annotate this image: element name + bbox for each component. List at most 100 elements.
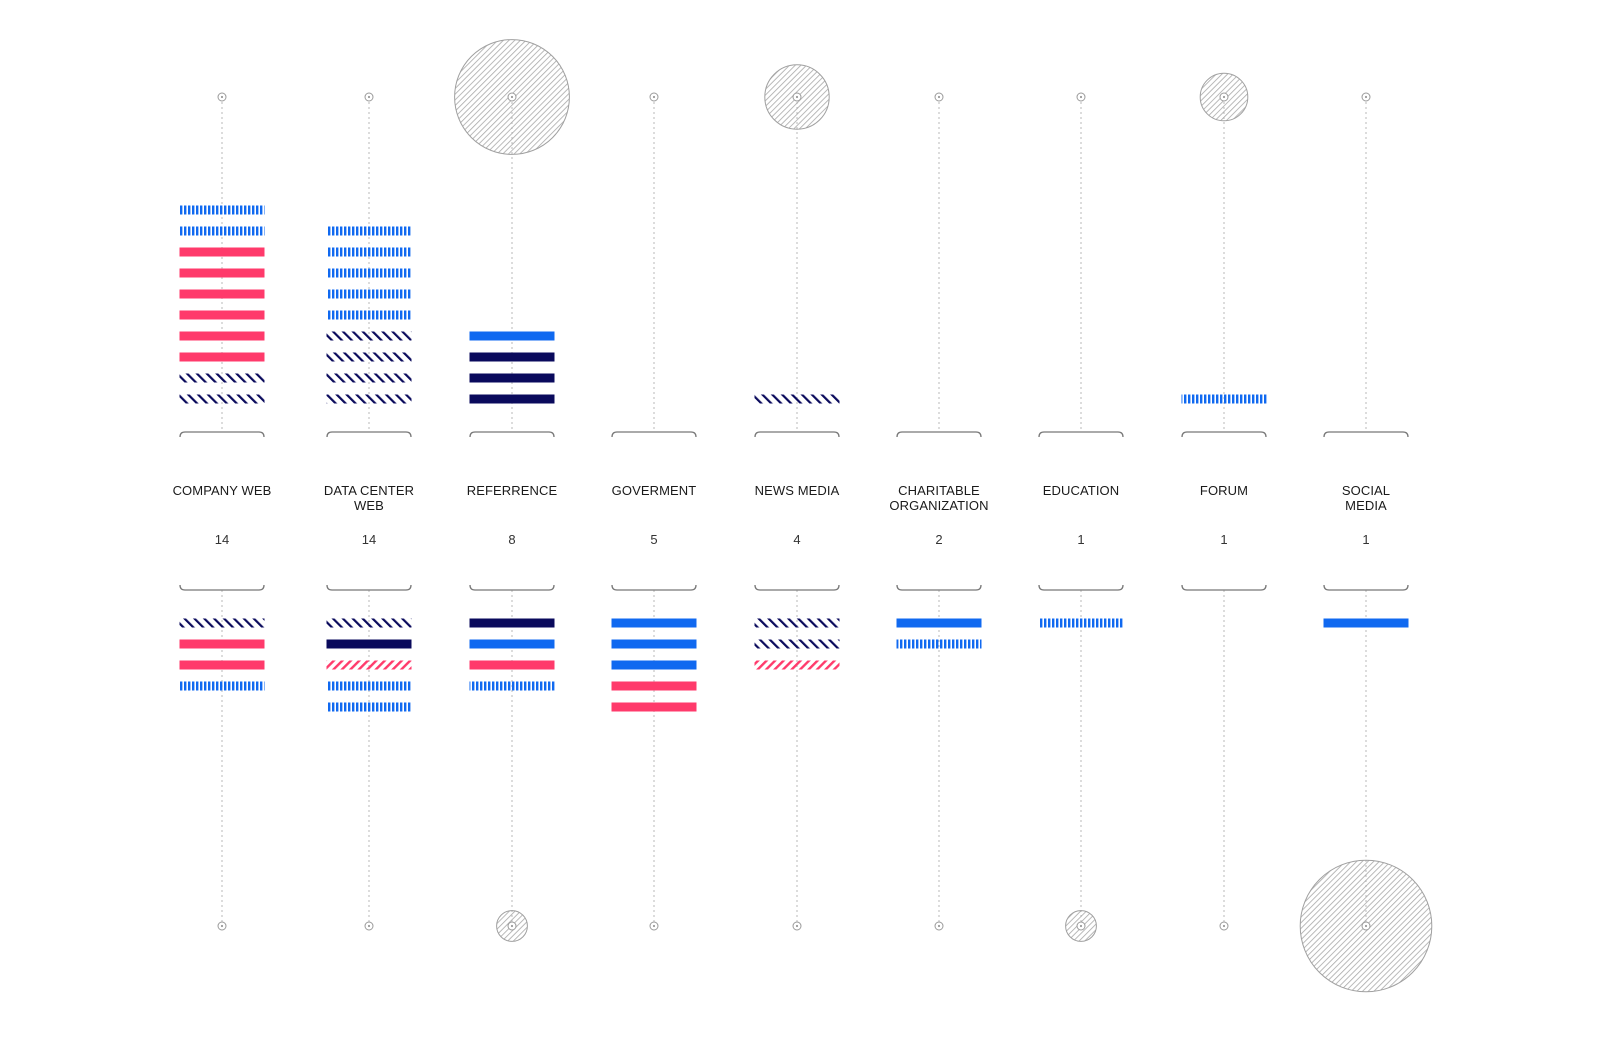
bottom-bar (179, 618, 265, 628)
bottom-bar (896, 639, 982, 649)
bottom-bar (754, 639, 840, 649)
bottom-node-dot (1364, 924, 1368, 928)
bottom-node-dot (937, 924, 941, 928)
bottom-bar (326, 639, 412, 649)
bottom-bracket (1181, 584, 1267, 591)
bottom-bar (469, 618, 555, 628)
top-bar (1181, 394, 1267, 404)
top-bracket (1323, 431, 1409, 438)
bottom-bar (179, 639, 265, 649)
bottom-bracket (754, 584, 840, 591)
category-count: 1 (1220, 532, 1227, 547)
top-node-dot (652, 95, 656, 99)
top-bar (179, 205, 265, 215)
top-bracket (896, 431, 982, 438)
top-bracket (754, 431, 840, 438)
bottom-bar (179, 681, 265, 691)
top-bar (469, 394, 555, 404)
bottom-bracket (1323, 584, 1409, 591)
bottom-bracket (326, 584, 412, 591)
top-bar (469, 331, 555, 341)
top-bracket (469, 431, 555, 438)
category-count: 14 (215, 532, 229, 547)
bottom-bar (611, 639, 697, 649)
top-bar (326, 373, 412, 383)
bottom-node-dot (1222, 924, 1226, 928)
bottom-bar (469, 639, 555, 649)
top-bar (179, 352, 265, 362)
category-count: 14 (362, 532, 376, 547)
top-node-dot (510, 95, 514, 99)
bottom-node-dot (795, 924, 799, 928)
top-bracket (179, 431, 265, 438)
top-node-dot (1364, 95, 1368, 99)
bottom-bar (1323, 618, 1409, 628)
bottom-bar (754, 618, 840, 628)
top-bar (179, 268, 265, 278)
category-count: 1 (1362, 532, 1369, 547)
top-bracket (1181, 431, 1267, 438)
category-count: 4 (793, 532, 800, 547)
column-referrence: REFERRENCE 8 (454, 39, 570, 942)
column-company-web: COMPANY WEB 14 (173, 92, 272, 931)
top-bar (179, 394, 265, 404)
category-count: 5 (650, 532, 657, 547)
top-node-dot (1079, 95, 1083, 99)
top-bar (179, 226, 265, 236)
category-count: 2 (935, 532, 942, 547)
category-count: 1 (1077, 532, 1084, 547)
top-bar (326, 247, 412, 257)
bottom-bar (326, 660, 412, 670)
bottom-bar (469, 681, 555, 691)
top-bar (469, 373, 555, 383)
bottom-bar (611, 702, 697, 712)
bottom-bracket (469, 584, 555, 591)
bottom-bar (469, 660, 555, 670)
category-label: REFERRENCE (467, 483, 558, 498)
bottom-bracket (1038, 584, 1124, 591)
bottom-bar (179, 660, 265, 670)
top-bar (179, 247, 265, 257)
category-label: FORUM (1200, 483, 1248, 498)
bottom-bar (611, 681, 697, 691)
bottom-bar (326, 681, 412, 691)
category-label: EDUCATION (1043, 483, 1120, 498)
bottom-bracket (611, 584, 697, 591)
column-forum: FORUM 1 (1181, 72, 1267, 931)
bottom-bar (326, 618, 412, 628)
top-bar (179, 373, 265, 383)
bottom-bar (754, 660, 840, 670)
category-label: COMPANY WEB (173, 483, 272, 498)
top-bar (326, 352, 412, 362)
top-bar (754, 394, 840, 404)
bottom-node-dot (510, 924, 514, 928)
top-node-dot (367, 95, 371, 99)
top-bar (326, 331, 412, 341)
column-education: EDUCATION 1 (1038, 92, 1124, 942)
top-bar (469, 352, 555, 362)
top-bar (179, 289, 265, 299)
bottom-bar (611, 618, 697, 628)
bottom-node-dot (367, 924, 371, 928)
top-bar (179, 310, 265, 320)
top-bar (326, 289, 412, 299)
top-node-dot (1222, 95, 1226, 99)
category-count: 8 (508, 532, 515, 547)
bottom-bar (896, 618, 982, 628)
bottom-bar (1038, 618, 1124, 628)
top-bracket (1038, 431, 1124, 438)
top-bar (326, 268, 412, 278)
bottom-bar (611, 660, 697, 670)
top-node-dot (937, 95, 941, 99)
bottom-node-dot (1079, 924, 1083, 928)
bottom-bar (326, 702, 412, 712)
